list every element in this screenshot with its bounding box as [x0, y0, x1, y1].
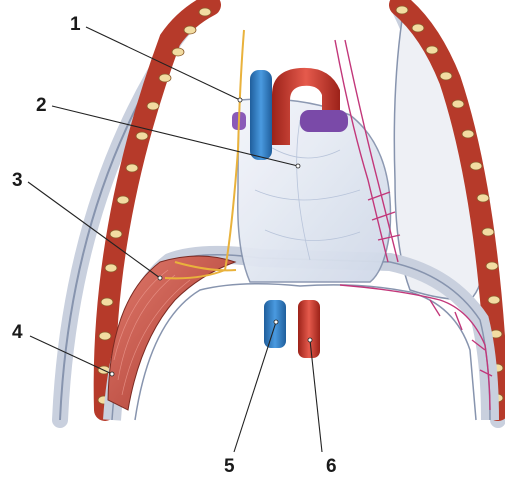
- phrenic-nerve: [165, 30, 244, 278]
- leader-line-5: [234, 322, 276, 452]
- callout-label-1: 1: [70, 14, 81, 35]
- callout-label-6: 6: [326, 456, 337, 477]
- superior-vena-cava: [250, 70, 272, 160]
- descending-aorta: [298, 300, 320, 358]
- callout-label-2: 2: [36, 95, 47, 116]
- callout-label-5: 5: [224, 456, 235, 477]
- descending-vessels: [264, 300, 320, 358]
- pulmonary-vessel: [300, 110, 348, 132]
- callout-label-3: 3: [12, 170, 23, 191]
- callout-label-4: 4: [12, 322, 23, 343]
